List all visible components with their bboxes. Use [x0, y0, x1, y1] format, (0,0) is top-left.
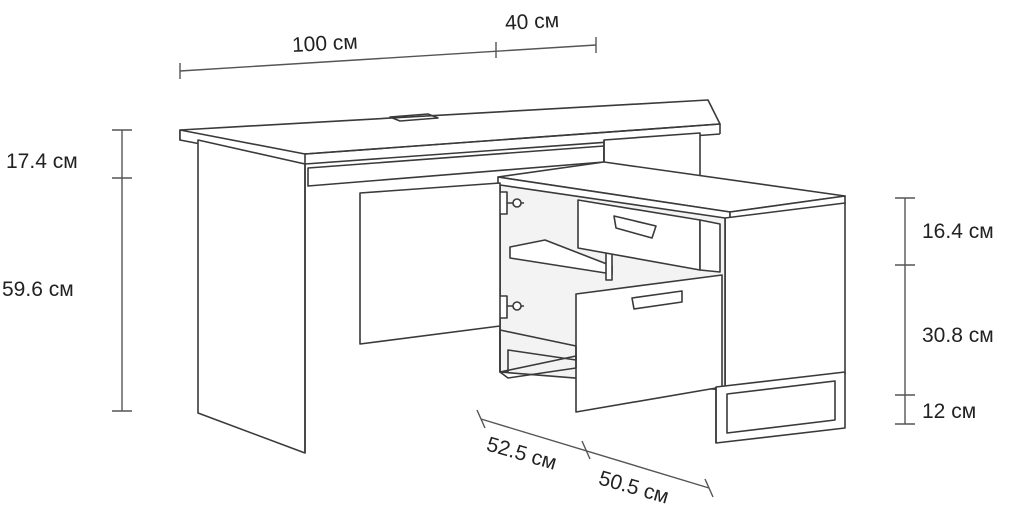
cabinet	[359, 161, 846, 444]
label-desk-height: 59.6 см	[2, 278, 74, 301]
label-width-top: 100 см	[291, 31, 358, 57]
bottom-drawer-handle[interactable]	[631, 290, 683, 310]
dimension-lines	[112, 37, 915, 498]
desk-left-panel	[197, 139, 306, 454]
label-door-height: 30.8 см	[922, 324, 994, 347]
label-top-height: 17.4 см	[6, 150, 78, 173]
cable-port	[389, 113, 439, 122]
label-width-side: 40 см	[504, 9, 559, 35]
label-drawer-height: 16.4 см	[922, 220, 994, 243]
cabinet-side	[724, 202, 846, 391]
label-leg-height: 12 см	[922, 400, 976, 423]
cabinet-left-door[interactable]	[359, 182, 501, 345]
drawer-handle[interactable]	[613, 215, 657, 239]
